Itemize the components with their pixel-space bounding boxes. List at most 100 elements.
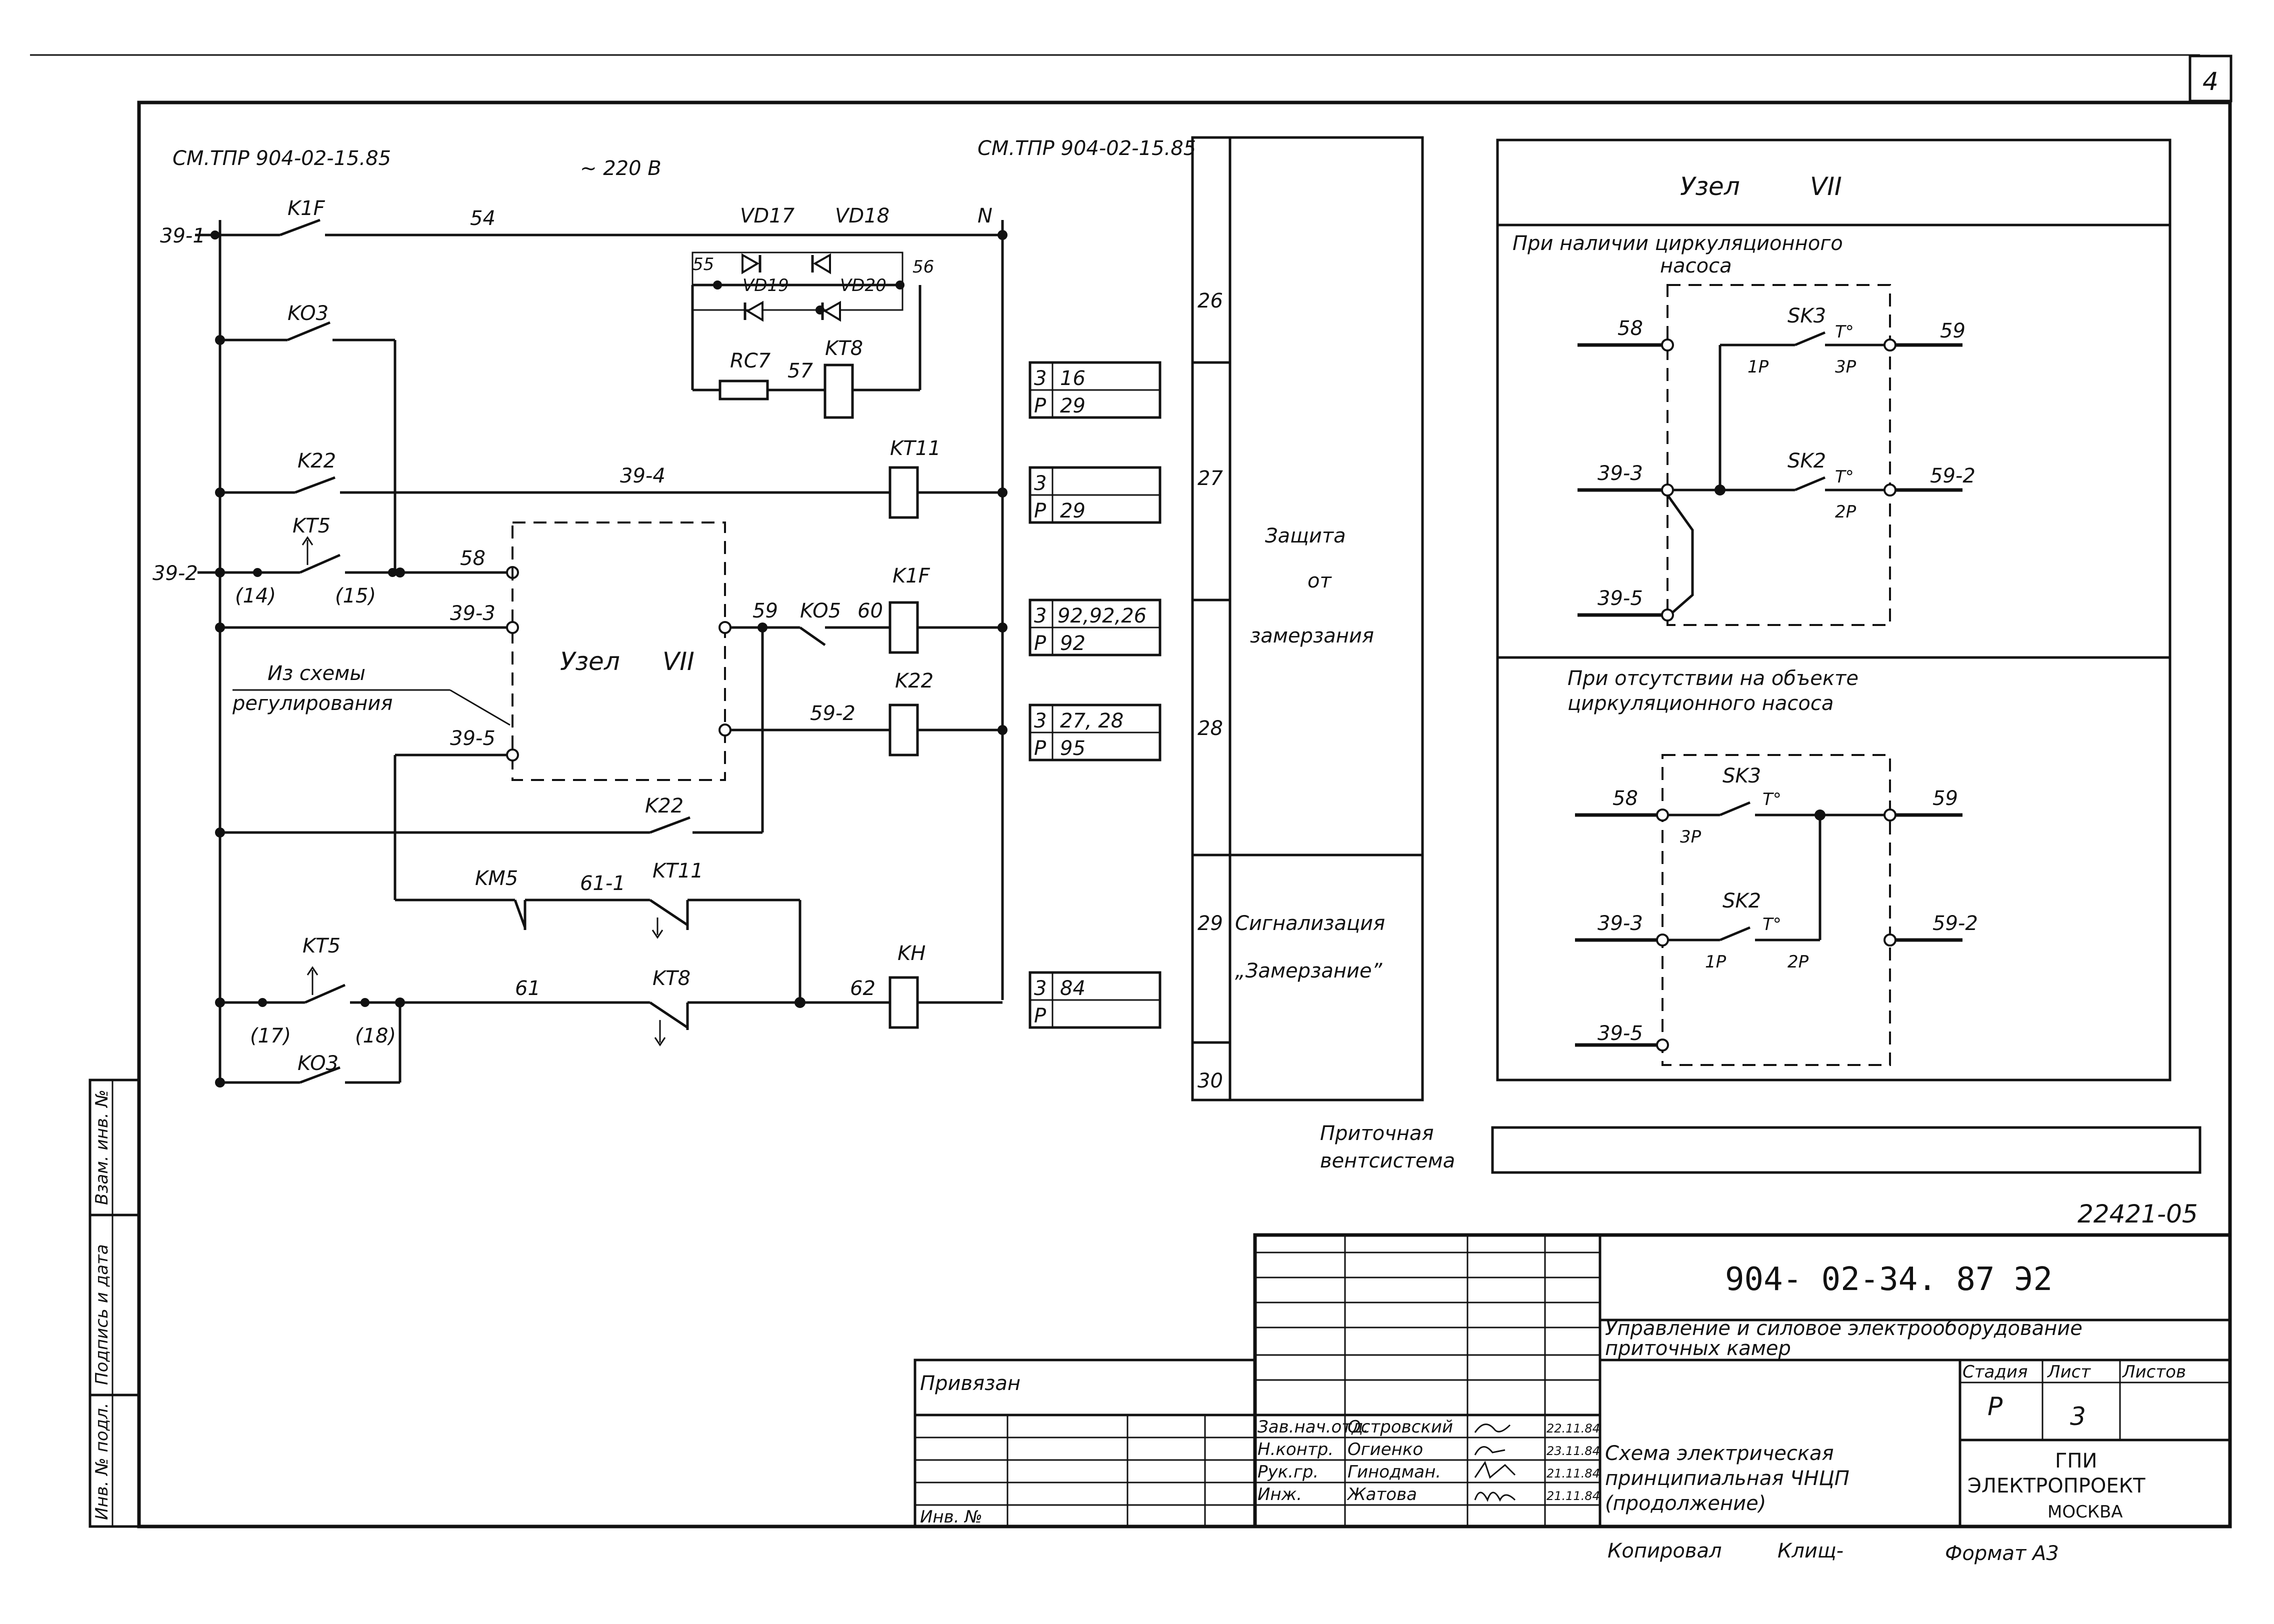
wire-59-2: 59-2 [810,702,856,725]
label-vd18: VD18 [835,204,890,228]
wire-60: 60 [858,600,883,622]
kt8-contact [649,1001,688,1029]
ct-1-rval: 29 [1060,500,1086,522]
k22-top-contact [294,476,336,494]
coil-k1f [888,601,919,654]
wire-54: 54 [470,207,496,230]
case1-2p: 2P [1835,502,1856,522]
case1-line1: При наличии циркуляционного [1512,232,1843,255]
title-block: Привязан Инв. № Зав.нач.отд. Островский … [914,1233,2232,1528]
stage-header: Стадия [1962,1362,2028,1382]
footer-copied: Копировал [1608,1540,1722,1562]
signer-0-role: Зав.нач.отд. [1258,1417,1368,1437]
footer-format: Формат А3 [1945,1542,2059,1565]
row-28: 28 [1198,717,1223,740]
wire-62: 62 [850,977,876,1000]
case1-box [1666,284,1891,626]
ct-2-rval: 92 [1060,632,1086,655]
signer-2-date: 21.11.84 [1546,1466,1600,1480]
wire-57: 57 [788,360,813,382]
terminal-17: (17) [250,1024,291,1048]
subject-line1: Управление и силовое электрооборудование [1605,1317,2082,1340]
label-ko3-top: KO3 [288,302,328,325]
func-protect-2: от [1308,570,1332,592]
resistor-rc7 [718,380,769,400]
signer-1-name: Огиенко [1348,1440,1423,1460]
ref-left: СМ.ТПР 904-02-15.85 [172,147,391,170]
case2-3p: 3P [1680,827,1702,847]
stage-value: Р [1988,1392,2003,1421]
terminal-15: (15) [335,584,376,608]
label-vd20: VD20 [840,276,886,296]
detail-title: Узел [1680,172,1740,201]
wire-39-3: 39-3 [450,602,496,625]
case2-w59-2: 59-2 [1932,912,1978,935]
sheet-number: 4 [2202,67,2218,96]
label-vd19: VD19 [742,276,789,296]
signer-2-role: Рук.гр. [1258,1462,1318,1482]
terminal-18: (18) [355,1024,396,1048]
ct-3-r: P [1034,737,1046,760]
ct-0-r: P [1034,394,1046,418]
km5-contact [514,900,526,928]
case2-w39-5: 39-5 [1598,1022,1643,1045]
row-29: 29 [1198,912,1223,935]
case2-2p: 2P [1788,952,1809,972]
case2-box [1662,754,1891,1066]
case1-w58: 58 [1618,317,1643,340]
case1-1p: 1P [1748,357,1769,377]
label-vd17: VD17 [740,204,795,228]
case1-sk2-t: T° [1835,467,1854,487]
sheet-frame: 4 [30,54,2232,1528]
case1-sk2: SK2 [1788,450,1826,472]
label-k1f-contact: K1F [288,197,326,220]
ct-3-zval: 27, 28 [1060,710,1124,732]
org-line1: ГПИ [2055,1450,2097,1472]
ct-2-r: P [1034,632,1046,655]
kt5-top-contact [299,554,341,574]
wire-56: 56 [912,257,934,277]
from-reg-line2: регулирования [232,692,392,715]
node-vii-num: VII [662,647,694,676]
ko3-bottom-contact [300,1066,340,1084]
signer-3-name: Жатова [1346,1484,1417,1504]
ko5-contact [799,626,826,646]
case1-w59-2: 59-2 [1930,464,1976,488]
label-kt11-coil: KT11 [890,437,941,460]
case1-line2: насоса [1660,254,1732,278]
side-stamp: Инв. № подл. Подпись и дата Взам. инв. № [88,1078,140,1528]
wire-59: 59 [752,600,778,622]
doc-number: 22421-05 [2078,1200,2198,1228]
case2-w58: 58 [1612,787,1638,810]
label-kt5-top: KT5 [292,514,330,538]
case1-w39-5: 39-5 [1598,587,1643,610]
terminal-14: (14) [235,584,276,608]
signer-1-date: 23.11.84 [1546,1444,1600,1458]
case2-1p: 1P [1705,952,1726,972]
wire-55: 55 [692,254,714,274]
ct-2-z: 3 [1034,604,1046,628]
row-27: 27 [1198,467,1223,490]
org-line2: ЭЛЕКТРОПРОЕКТ [1968,1474,2146,1498]
label-k22-coil: K22 [895,670,934,692]
row-30: 30 [1198,1070,1223,1092]
signature-2 [1474,1460,1516,1479]
node-vii-label: Узел [560,647,620,676]
case1-w39-3: 39-3 [1598,462,1643,485]
ct-3-rval: 95 [1060,737,1086,760]
row-26: 26 [1198,290,1223,312]
case2-sk2-t: T° [1762,914,1782,934]
wire-39-2: 39-2 [152,562,198,585]
sheets-header: Листов [2122,1362,2186,1382]
case2-sk3-t: T° [1762,790,1782,810]
main-schematic: СМ.ТПР 904-02-15.85 СМ.ТПР 904-02-15.85 … [152,137,1196,1088]
k1f-contact [280,218,320,236]
ct-0-zval: 16 [1060,367,1086,390]
inv-number: Инв. № [920,1507,982,1527]
func-signal-2: „Замерзание” [1235,960,1382,982]
signature-1 [1474,1446,1506,1456]
coil-kt8 [824,364,854,419]
signature-0 [1474,1424,1511,1433]
from-reg-line1: Из схемы [268,662,366,685]
node-vii-detail: Узел VII При наличии циркуляционного нас… [1496,138,2172,1082]
